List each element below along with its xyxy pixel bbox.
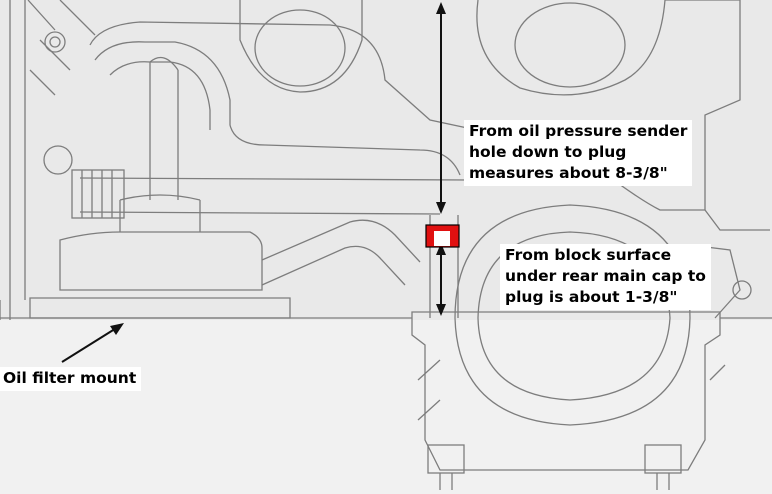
- main-cap-bore: [477, 317, 671, 401]
- cylinder-bore-right-inner: [514, 2, 626, 88]
- bolt-hole-middle-left: [43, 145, 73, 175]
- block-arrowhead-down: [436, 304, 446, 316]
- oil-filter-leader-line: [61, 326, 119, 363]
- bolt-hole-upper-left: [44, 31, 66, 53]
- dowel-hole-right: [732, 280, 752, 300]
- main-cap-bore-outer: [454, 317, 691, 426]
- sender-arrowhead-up: [436, 2, 446, 14]
- main-bearing-cap: [411, 311, 721, 471]
- sender-fitting-threads: [81, 170, 113, 218]
- block-hatching-upper-left: [27, 0, 96, 96]
- oil-passage-horizontal: [79, 177, 471, 215]
- bolt-hole-upper-left-inner: [49, 36, 61, 48]
- block-arrowhead-up: [436, 243, 446, 255]
- cap-bolt-right-head: [656, 473, 670, 490]
- cap-hatching: [417, 359, 726, 421]
- oil-pressure-sender-fitting: [71, 169, 125, 219]
- block-to-plug-annotation: From block surface under rear main cap t…: [500, 244, 711, 310]
- sender-arrowhead-down: [436, 202, 446, 214]
- oil-filter-adapter: [59, 231, 263, 291]
- oil-gallery-cap: [149, 56, 179, 71]
- cylinder-bore-right: [476, 0, 666, 96]
- oil-filter-leader-arrowhead: [110, 323, 124, 335]
- cylinder-bore-left-inner: [254, 9, 346, 87]
- angled-oil-passage: [261, 219, 421, 286]
- cap-bolt-right: [644, 444, 682, 474]
- paper-background-lower: [0, 320, 772, 494]
- sender-to-plug-annotation: From oil pressure sender hole down to pl…: [464, 120, 693, 186]
- block-outline-top-left: [0, 0, 26, 320]
- oil-filter-mount-label: Oil filter mount: [0, 367, 142, 391]
- oil-filter-boss: [119, 194, 201, 232]
- cap-bolt-left-head: [439, 473, 453, 490]
- cap-bolt-left: [427, 444, 465, 474]
- block-wall-right: [665, 0, 741, 210]
- oil-gallery-plug-center: [434, 231, 450, 246]
- cylinder-bore-left: [239, 0, 363, 93]
- oil-passage-curved: [94, 41, 461, 176]
